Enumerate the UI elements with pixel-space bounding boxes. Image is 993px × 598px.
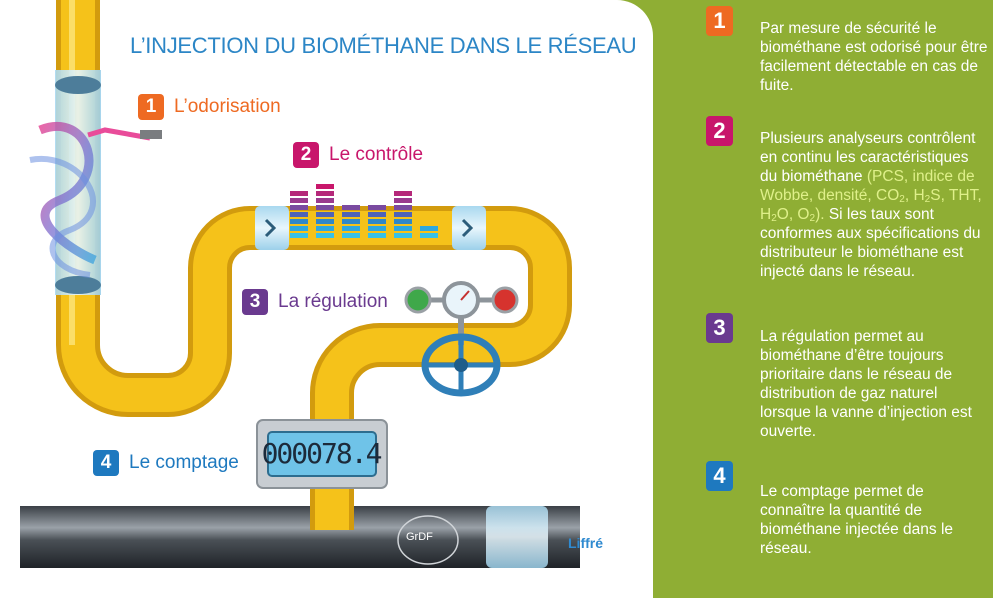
- step-2-badge: 2: [293, 142, 319, 168]
- step-4-badge: 4: [93, 450, 119, 476]
- desc-3-text: La régulation permet au biométhane d’êtr…: [760, 328, 972, 440]
- location-label: Liffré: [568, 535, 603, 551]
- step-1-label: 1 L’odorisation: [138, 94, 281, 120]
- gas-meter: [256, 419, 388, 489]
- analyzer-bar-segment: [290, 212, 308, 217]
- analyzer-bar-segment: [394, 198, 412, 203]
- analyzer-bar-segment: [420, 226, 438, 231]
- odorant-swirl: [38, 122, 97, 265]
- analyzer-bar-segment: [342, 219, 360, 224]
- analyzer-bar-segment: [316, 226, 334, 231]
- analyzer-bar-segment: [368, 233, 386, 238]
- analyzer-bar-segment: [316, 198, 334, 203]
- meter-readout: 000078.4: [261, 436, 383, 470]
- analyzer-bar-segment: [290, 233, 308, 238]
- odorant-swirl-2: [29, 155, 96, 278]
- odorant-injector: [140, 130, 162, 139]
- analyzer-bar-segment: [316, 191, 334, 196]
- analyzer-bar-segment: [290, 191, 308, 196]
- pipeline-illustration: [20, 0, 580, 568]
- analyzer-bar-segment: [368, 226, 386, 231]
- analyzer-bar-segment: [394, 219, 412, 224]
- analyzer-bar-segment: [394, 191, 412, 196]
- step-3-text: La régulation: [278, 291, 388, 312]
- desc-2-badge: 2: [706, 116, 733, 146]
- analyzer-bar-segment: [316, 219, 334, 224]
- analyzer-bar-segment: [394, 212, 412, 217]
- step-1-text: L’odorisation: [174, 96, 281, 117]
- analyzer-bar-segment: [368, 205, 386, 210]
- step-4-label: 4 Le comptage: [93, 450, 239, 476]
- grdf-logo: [397, 515, 459, 565]
- analyzer-bar-segment: [342, 233, 360, 238]
- analyzer-bar-segment: [290, 219, 308, 224]
- desc-4-text: Le comptage permet de connaître la quant…: [760, 483, 954, 557]
- desc-1-text: Par mesure de sécurité le biométhane est…: [760, 20, 988, 94]
- analyzer-bar-segment: [342, 226, 360, 231]
- analyzer-bar-segment: [394, 205, 412, 210]
- analyzer-bar-segment: [342, 212, 360, 217]
- biomethane-pipe: [61, 0, 567, 530]
- analyzer-bar-segment: [420, 233, 438, 238]
- red-gauge-icon: [491, 286, 519, 314]
- desc-1-badge: 1: [706, 6, 733, 36]
- desc-3-badge: 3: [706, 313, 733, 343]
- grdf-logo-text: GrDF: [406, 531, 433, 543]
- analyzer-bar-segment: [290, 205, 308, 210]
- analyzer-bar-segment: [290, 226, 308, 231]
- analyzer-bar-segment: [394, 233, 412, 238]
- analyzer-bar-segment: [316, 233, 334, 238]
- analyzer-bar-segment: [316, 184, 334, 189]
- analyzer-bars: [290, 184, 438, 238]
- analyzer-bar-segment: [394, 226, 412, 231]
- step-3-badge: 3: [242, 289, 268, 315]
- odorant-injector-line: [87, 127, 151, 141]
- desc-4-badge: 4: [706, 461, 733, 491]
- step-2-label: 2 Le contrôle: [293, 142, 423, 168]
- glass-ring-bottom: [55, 276, 101, 294]
- desc-2-text: Plusieurs analyseurs contrôlent en conti…: [760, 130, 982, 280]
- analyzer-bar-segment: [290, 198, 308, 203]
- step-4-text: Le comptage: [129, 452, 239, 473]
- main-pipe-glass-section: [486, 506, 548, 568]
- analyzer-bar-segment: [342, 205, 360, 210]
- analyzer-bar-segment: [368, 212, 386, 217]
- diagram-panel: L’INJECTION DU BIOMÉTHANE DANS LE RÉSEAU…: [0, 0, 653, 598]
- step-3-label: 3 La régulation: [242, 289, 388, 315]
- analyzer-bar-segment: [316, 212, 334, 217]
- valve-wheel-icon: [421, 333, 501, 397]
- analyzer-bar-segment: [316, 205, 334, 210]
- glass-ring-top: [55, 76, 101, 94]
- analyzer-bar-segment: [368, 219, 386, 224]
- page-title: L’INJECTION DU BIOMÉTHANE DANS LE RÉSEAU: [130, 33, 637, 58]
- green-gauge-icon: [404, 286, 432, 314]
- step-1-badge: 1: [138, 94, 164, 120]
- step-2-text: Le contrôle: [329, 144, 424, 165]
